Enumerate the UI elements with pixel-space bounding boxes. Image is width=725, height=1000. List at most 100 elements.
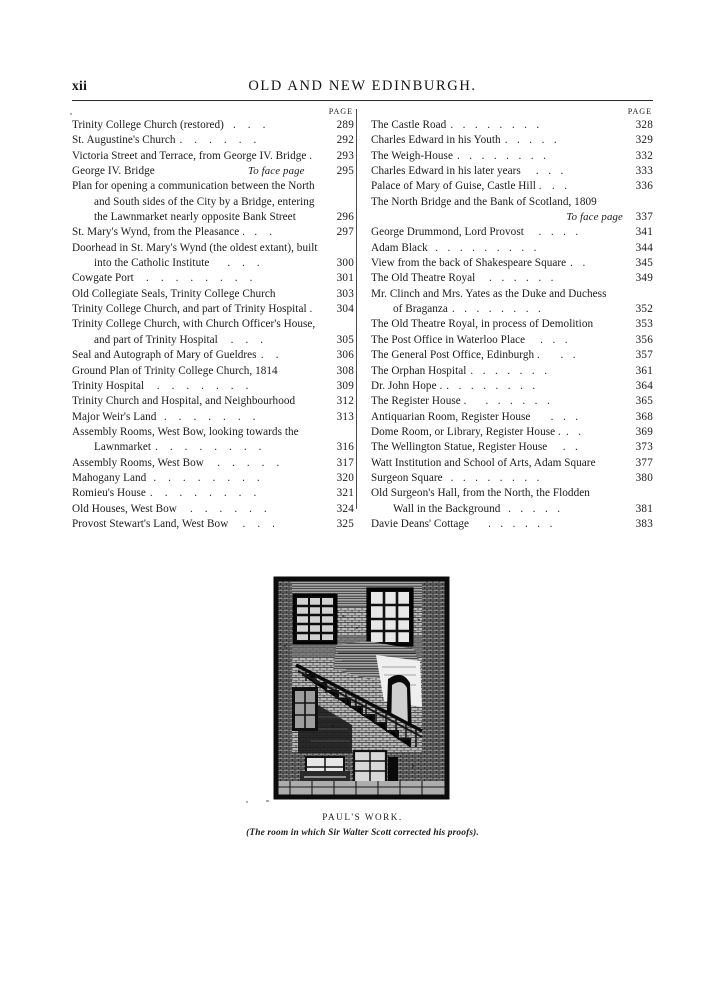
entry-page-number: 344 xyxy=(635,241,653,254)
entry-line: Seal and Autograph of Mary of Gueldres..… xyxy=(72,348,354,363)
illustration-entry: Surgeon Square........380 xyxy=(371,471,653,486)
illustration-entry: Ground Plan of Trinity College Church, 1… xyxy=(72,364,354,379)
illustration-entry: The Weigh-House........332 xyxy=(371,149,653,164)
entry-line: Assembly Rooms, West Bow, looking toward… xyxy=(72,425,354,440)
entry-line: Trinity College Church, and part of Trin… xyxy=(72,302,354,317)
entry-page-number: 381 xyxy=(635,502,653,515)
entry-title: Seal and Autograph of Mary of Gueldres xyxy=(72,349,257,362)
illustration-entry: Trinity College Church, and part of Trin… xyxy=(72,302,354,317)
entry-page-number: 316 xyxy=(336,441,354,454)
entry-page-number: 308 xyxy=(336,364,354,377)
leader-dots: ... xyxy=(242,517,287,530)
entry-line: the Lawnmarket nearly opposite Bank Stre… xyxy=(72,210,354,225)
entry-page-number: 297 xyxy=(336,226,354,239)
entry-line: Old Surgeon's Hall, from the North, the … xyxy=(371,486,653,501)
entry-title: The Register House . xyxy=(371,395,467,408)
page-column-header-left: PAGE xyxy=(328,107,353,116)
entry-title: Assembly Rooms, West Bow xyxy=(72,456,204,469)
entry-page-number: 356 xyxy=(635,333,653,346)
entry-line: Old Houses, West Bow......324 xyxy=(72,502,354,517)
leader-dots: ........ xyxy=(155,441,274,454)
illustration-entry: Victoria Street and Terrace, from George… xyxy=(72,149,354,164)
entry-line: Palace of Mary of Guise, Castle Hill ...… xyxy=(371,179,653,194)
illustration-entry: The Orphan Hospital.......361 xyxy=(371,364,653,379)
entry-line: Romieu's House........321 xyxy=(72,486,354,501)
entry-line: Dome Room, or Library, Register House ..… xyxy=(371,425,653,440)
entry-title: Doorhead in St. Mary's Wynd (the oldest … xyxy=(72,241,318,254)
entry-title: Palace of Mary of Guise, Castle Hill . xyxy=(371,180,542,193)
entry-page-number: 345 xyxy=(635,257,653,270)
illustration-entry: Trinity Hospital.......309 xyxy=(72,379,354,394)
entry-line: The Post Office in Waterloo Place...356 xyxy=(371,333,653,348)
entry-title: Romieu's House xyxy=(72,487,146,500)
entry-line: Mr. Clinch and Mrs. Yates as the Duke an… xyxy=(371,287,653,302)
entry-title: and South sides of the City by a Bridge,… xyxy=(94,195,315,208)
running-head: xii OLD AND NEW EDINBURGH. xyxy=(72,78,653,98)
leader-dots: ........ xyxy=(446,379,545,392)
entry-line: The Old Theatre Royal, in process of Dem… xyxy=(371,317,653,332)
illustration-entry: Old Surgeon's Hall, from the North, the … xyxy=(371,486,653,517)
illustration-entry: Watt Institution and School of Arts, Ada… xyxy=(371,456,653,471)
entry-line: The Register House .......365 xyxy=(371,394,653,409)
entry-line: Wall in the Background.....381 xyxy=(371,502,653,517)
entry-title: The Orphan Hospital xyxy=(371,364,467,377)
entry-line: Antiquarian Room, Register House...368 xyxy=(371,410,653,425)
entry-title: Old Collegiate Seals, Trinity College Ch… xyxy=(72,287,276,300)
illustration-pauls-work xyxy=(272,575,451,801)
illustration-entry: Doorhead in St. Mary's Wynd (the oldest … xyxy=(72,241,354,272)
entry-page-number: 289 xyxy=(336,119,354,131)
entry-title: Trinity Hospital xyxy=(72,379,145,392)
illustration-entry: Provost Stewart's Land, West Bow...325 xyxy=(72,517,354,532)
entry-line: Dr. John Hope .........364 xyxy=(371,379,653,394)
illustration-entry: Dr. John Hope .........364 xyxy=(371,379,653,394)
entry-title: the Lawnmarket nearly opposite Bank Stre… xyxy=(94,211,296,224)
illustration-entry: Trinity College Church (restored)... 289 xyxy=(72,118,354,133)
illustration-entry: Cowgate Port........301 xyxy=(72,271,354,286)
entry-line: The Castle Road........328 xyxy=(371,118,653,133)
entry-page-number: 364 xyxy=(635,379,653,392)
leader-dots: .. xyxy=(562,441,588,454)
leader-dots: .. xyxy=(260,349,291,362)
entry-page-number: 380 xyxy=(635,471,653,484)
header-rule xyxy=(72,100,653,101)
scan-speck xyxy=(266,800,269,802)
page-column-header-right: PAGE xyxy=(627,107,652,116)
entry-title: Victoria Street and Terrace, from George… xyxy=(72,149,313,162)
entry-line: Mahogany Land........320 xyxy=(72,471,354,486)
entry-title: Wall in the Background xyxy=(393,502,501,515)
entry-line: Plan for opening a communication between… xyxy=(72,179,354,194)
illustration-entry: The North Bridge and the Bank of Scotlan… xyxy=(371,195,653,226)
entry-line: The Old Theatre Royal......349 xyxy=(371,271,653,286)
entry-title: George Drummond, Lord Provost xyxy=(371,226,524,239)
illustration-caption-subtitle: (The room in which Sir Walter Scott corr… xyxy=(246,828,479,838)
illustration-entry: The Old Theatre Royal, in process of Dem… xyxy=(371,317,653,332)
entry-title: The Post Office in Waterloo Place xyxy=(371,333,526,346)
entry-title: of Braganza xyxy=(393,303,448,316)
illustration-caption-title: PAUL'S WORK. xyxy=(322,812,403,822)
entry-page-number: 296 xyxy=(336,211,354,224)
entry-title: The Old Theatre Royal xyxy=(371,272,476,285)
entry-line: Charles Edward in his Youth.....329 xyxy=(371,133,653,148)
illustration-entry: Adam Black.........344 xyxy=(371,241,653,256)
entry-title: Trinity College Church (restored) xyxy=(72,119,224,131)
entry-title: George IV. Bridge xyxy=(72,165,155,178)
entry-line: of Braganza........352 xyxy=(371,302,653,317)
entry-page-number: 337 xyxy=(635,211,653,224)
entry-title: The General Post Office, Edinburgh . xyxy=(371,349,540,362)
leader-dots: ...... xyxy=(179,134,269,147)
leader-dots: ........ xyxy=(451,303,551,316)
entry-title: Mr. Clinch and Mrs. Yates as the Duke an… xyxy=(371,287,607,300)
entry-title: The Wellington Statue, Register House xyxy=(371,441,548,454)
entry-line: The Orphan Hospital.......361 xyxy=(371,364,653,379)
leader-dots: ... xyxy=(535,165,573,178)
entry-line: Surgeon Square........380 xyxy=(371,471,653,486)
entry-title: Dome Room, or Library, Register House . xyxy=(371,425,561,438)
leader-dots: ...... xyxy=(485,395,560,408)
entry-page-number: 300 xyxy=(336,257,354,270)
leader-dots: ... xyxy=(232,119,278,131)
entry-page-number: 304 xyxy=(336,303,354,316)
illustration-entry: Antiquarian Room, Register House...368 xyxy=(371,410,653,425)
entry-page-number: 383 xyxy=(635,517,653,530)
